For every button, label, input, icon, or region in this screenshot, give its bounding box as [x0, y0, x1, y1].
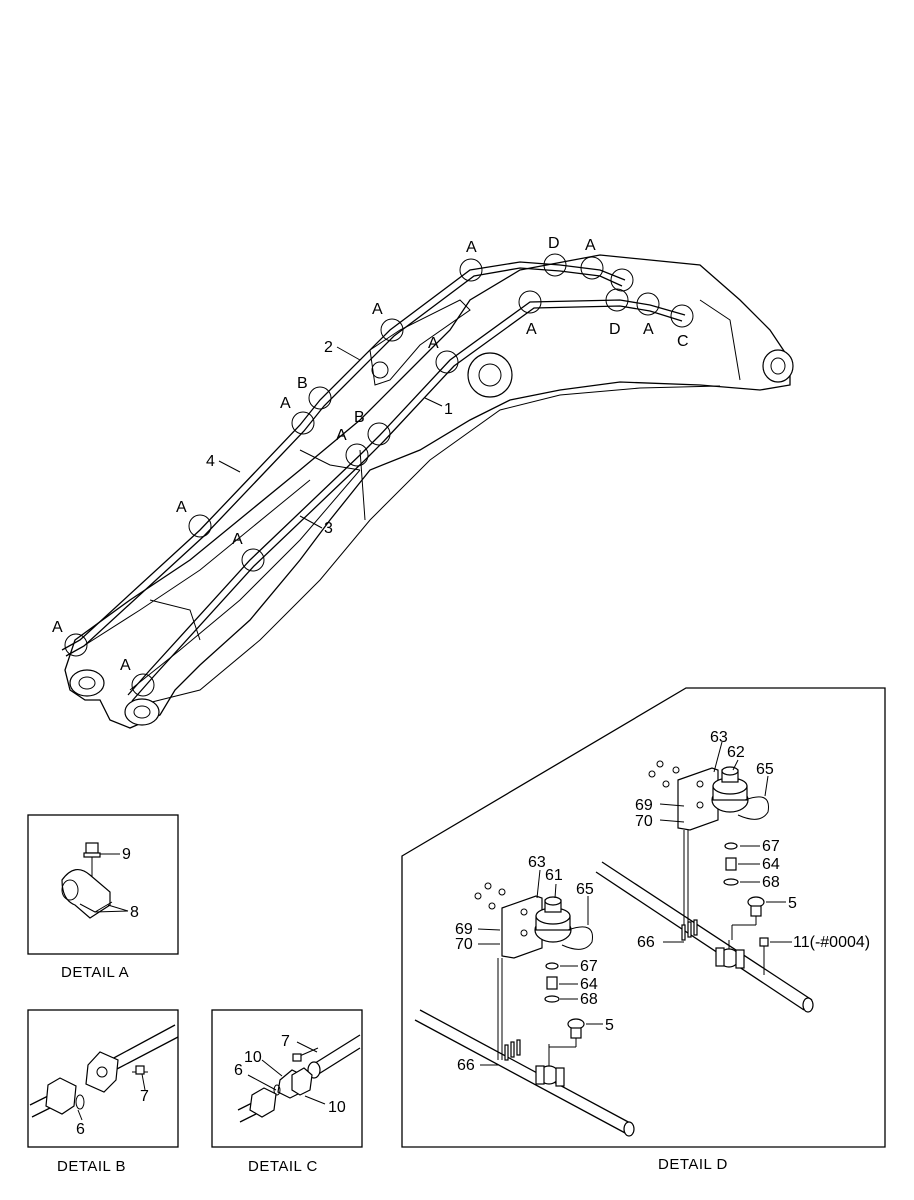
part-number: 65: [576, 881, 594, 898]
part-number: 9: [122, 846, 131, 863]
fitting-circle: [380, 318, 404, 342]
part-number: 63: [528, 854, 546, 871]
part-number: 69: [455, 921, 473, 938]
part-number: 64: [580, 976, 598, 993]
lube-fittings: [64, 253, 694, 697]
part-number: 7: [281, 1033, 290, 1050]
part-number: 67: [762, 838, 780, 855]
fitting-circle: [610, 268, 634, 292]
detail-c-caption: DETAIL C: [248, 1158, 318, 1175]
detail-d-panel: 63 62 65 69 70 67 64 68 5 66 11(-#0004): [401, 687, 886, 1173]
main-callouts: A D A A A D A C A 2 B A 1 B A 4 A 3 A A …: [52, 235, 689, 674]
part-number: 66: [457, 1057, 475, 1074]
fitting-circle: [459, 258, 483, 282]
part-number: 10: [328, 1099, 346, 1116]
part-number: 64: [762, 856, 780, 873]
callout-d: D: [548, 235, 560, 252]
fitting-circle: [367, 422, 391, 446]
detail-b-caption: DETAIL B: [57, 1158, 126, 1175]
part-number: 65: [756, 761, 774, 778]
part-number: 68: [762, 874, 780, 891]
callout-a: A: [336, 427, 347, 444]
part-number: 2: [324, 339, 333, 356]
part-number: 11(-#0004): [793, 934, 870, 951]
callout-a: A: [585, 237, 596, 254]
fitting-circle: [435, 350, 459, 374]
part-number: 3: [324, 520, 333, 537]
part-number: 6: [234, 1062, 243, 1079]
detail-a-caption: DETAIL A: [61, 964, 129, 981]
part-number: 8: [130, 904, 139, 921]
fitting-circle: [670, 304, 694, 328]
detail-c-panel: 7 10 6 10 DETAIL C: [211, 1009, 363, 1175]
callout-a: A: [372, 301, 383, 318]
detail-b-panel: 7 6 DETAIL B: [27, 1009, 179, 1175]
part-number: 10: [244, 1049, 262, 1066]
callout-a: A: [643, 321, 654, 338]
part-number: 68: [580, 991, 598, 1008]
fitting-circle: [188, 514, 212, 538]
detail-d-caption: DETAIL D: [658, 1156, 728, 1173]
fitting-circle: [518, 290, 542, 314]
fitting-circle: [64, 633, 88, 657]
part-number: 63: [710, 729, 728, 746]
fitting-circle: [636, 292, 660, 316]
fitting-circle: [241, 548, 265, 572]
part-number: 1: [444, 401, 453, 418]
callout-a: A: [526, 321, 537, 338]
callout-a: A: [232, 531, 243, 548]
callout-a: A: [120, 657, 131, 674]
boom-assembly: [61, 254, 794, 729]
fitting-circle: [605, 288, 629, 312]
part-number: 66: [637, 934, 655, 951]
callout-a: A: [176, 499, 187, 516]
part-number: 61: [545, 867, 563, 884]
part-number: 70: [455, 936, 473, 953]
fitting-circle: [131, 673, 155, 697]
fitting-circle: [345, 443, 369, 467]
callout-a: A: [280, 395, 291, 412]
part-number: 70: [635, 813, 653, 830]
part-number: 4: [206, 453, 215, 470]
part-number: 69: [635, 797, 653, 814]
callout-a: A: [428, 335, 439, 352]
part-number: 7: [140, 1088, 149, 1105]
detail-a-panel: 9 8 DETAIL A: [27, 814, 179, 981]
part-number: 67: [580, 958, 598, 975]
part-number: 5: [605, 1017, 614, 1034]
callout-d: D: [609, 321, 621, 338]
callout-c: C: [677, 333, 689, 350]
part-number: 5: [788, 895, 797, 912]
fitting-circle: [580, 256, 604, 280]
fitting-circle: [291, 411, 315, 435]
callout-a: A: [52, 619, 63, 636]
callout-b: B: [297, 375, 308, 392]
fitting-circle: [543, 253, 567, 277]
callout-a: A: [466, 239, 477, 256]
part-number: 62: [727, 744, 745, 761]
part-number: 6: [76, 1121, 85, 1138]
callout-b: B: [354, 409, 365, 426]
fitting-circle: [308, 386, 332, 410]
